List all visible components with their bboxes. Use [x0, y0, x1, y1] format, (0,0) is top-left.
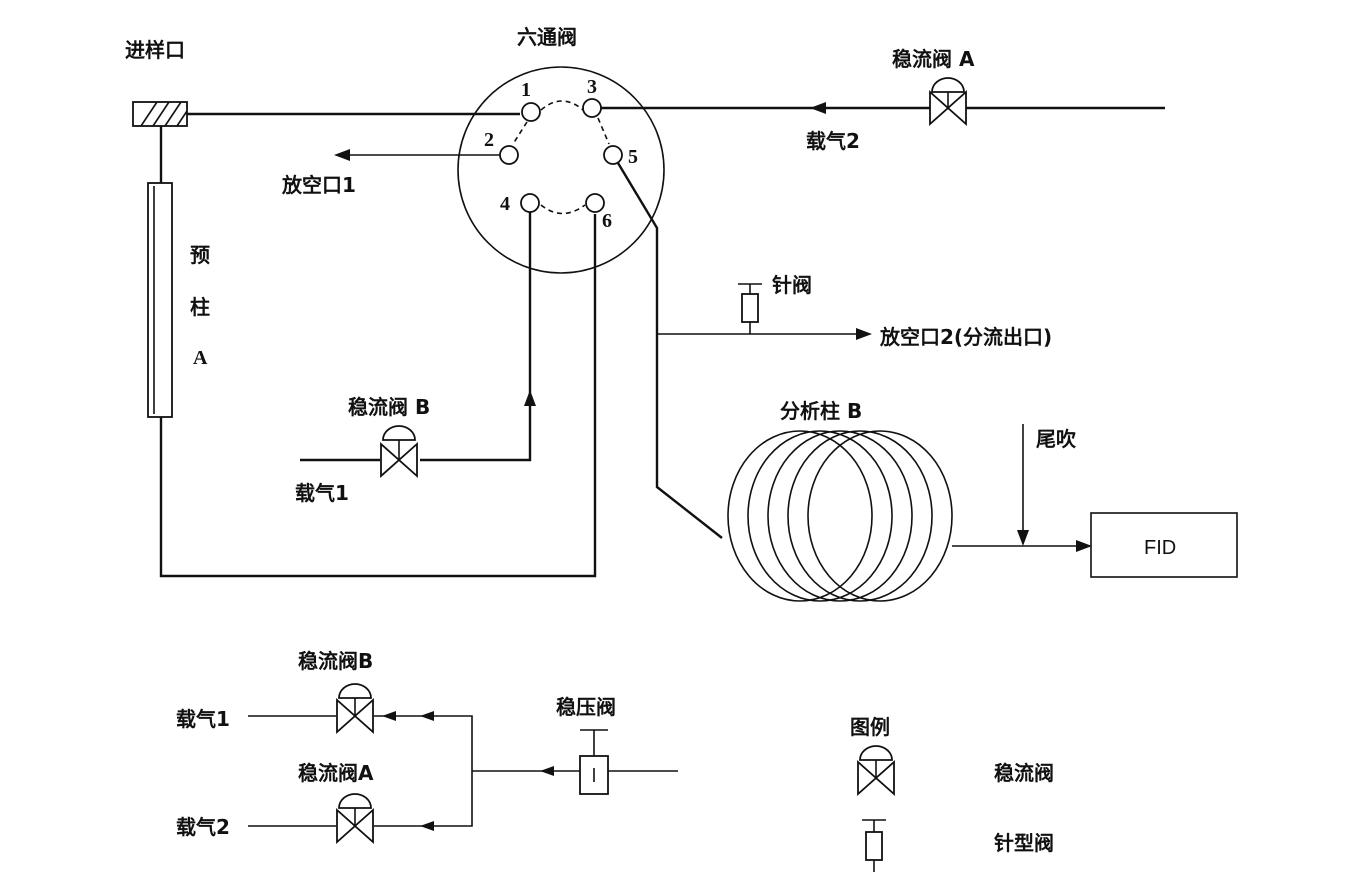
port-2: [499, 145, 519, 165]
supply-flow-valve-a: [336, 793, 374, 845]
inlet-block: [132, 101, 188, 127]
supply-flow-valve-b-label: 稳流阀B: [298, 649, 373, 673]
supply-flow-valve-a-label: 稳流阀A: [298, 761, 374, 785]
fid-label: FID: [1144, 537, 1176, 559]
supply-carrier-1-label: 载气1: [176, 707, 230, 731]
supply-carrier-2-label: 载气2: [176, 815, 230, 839]
port-link-4-6: [540, 204, 586, 215]
legend-needle-valve-symbol: [862, 819, 886, 872]
port-1: [521, 102, 541, 122]
port-1-label: 1: [521, 79, 531, 101]
six-port-valve-body: [457, 66, 665, 274]
pipe-port4-to-flow-valve-b: [420, 212, 532, 462]
legend-title: 图例: [850, 715, 890, 739]
flow-valve-b: [380, 425, 418, 479]
carrier-2-label: 载气2: [806, 129, 860, 153]
flow-valve-a-label: 稳流阀 A: [892, 47, 975, 71]
port-4-label: 4: [500, 193, 510, 215]
vent-2-label: 放空口2(分流出口): [879, 325, 1052, 349]
precolumn-a-label-3: A: [193, 347, 208, 369]
port-4: [520, 193, 540, 213]
needle-valve-label: 针阀: [772, 273, 812, 297]
fid-detector: [1090, 512, 1238, 578]
port-5-label: 5: [628, 146, 638, 168]
port-2-label: 2: [484, 129, 494, 151]
pipe-precolumn-to-port6: [159, 214, 597, 578]
inlet-label: 进样口: [125, 38, 185, 62]
supply-pipe-branch-b: [374, 715, 473, 827]
port-link-1-2: [512, 121, 528, 145]
port-5: [603, 145, 623, 165]
supply-flow-valve-b: [336, 683, 374, 735]
flow-valve-b-label: 稳流阀 B: [348, 395, 430, 419]
precolumn-a-label-2: 柱: [190, 295, 210, 319]
flow-valve-a: [929, 77, 967, 127]
pressure-regulating-valve: [579, 729, 609, 795]
precolumn-a: [147, 182, 173, 418]
pressure-valve-label: 稳压阀: [556, 695, 616, 719]
legend-flow-valve-label: 稳流阀: [994, 761, 1054, 785]
precolumn-a-label-1: 预: [190, 243, 210, 267]
port-3-label: 3: [587, 76, 597, 98]
needle-valve: [738, 283, 762, 334]
port-link-1-3: [540, 100, 584, 111]
port-link-5-3: [597, 117, 610, 145]
legend-flow-valve-symbol: [857, 745, 895, 797]
makeup-gas-label: 尾吹: [1036, 427, 1077, 451]
analytical-column-b-label: 分析柱 B: [780, 399, 862, 423]
port-3: [582, 98, 602, 118]
port-6: [585, 193, 605, 213]
legend-needle-valve-label: 针型阀: [994, 831, 1054, 855]
analytical-column-b: [727, 430, 953, 602]
six-port-valve-label: 六通阀: [517, 25, 577, 49]
pipe-port5-to-split: [616, 162, 723, 539]
vent-1-label: 放空口1: [281, 173, 356, 197]
port-6-label: 6: [602, 210, 612, 232]
carrier-1-label: 载气1: [295, 481, 349, 505]
